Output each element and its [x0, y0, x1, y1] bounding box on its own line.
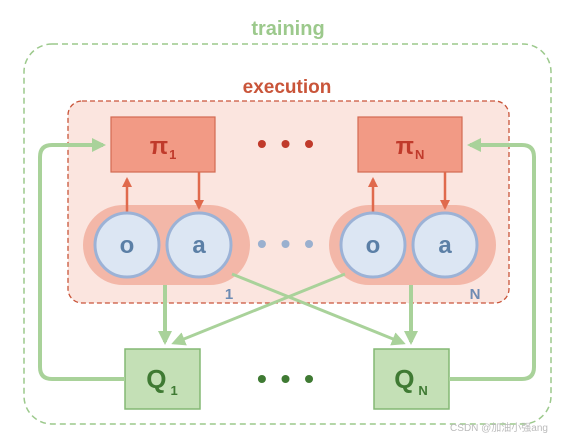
policy-n-box — [357, 116, 463, 173]
policy-n-label: πN — [396, 133, 425, 162]
training-label: training — [251, 18, 324, 40]
watermark: CSDN @加油小强ang — [450, 421, 548, 434]
agent-n-act-label: a — [438, 232, 452, 259]
agent-1-obs-label: o — [120, 232, 135, 259]
critic-n-box — [373, 348, 450, 410]
agent-n-obs-label: o — [366, 232, 381, 259]
critic-ellipsis: • • • — [257, 363, 317, 394]
agent-n-obs-node — [339, 211, 407, 279]
agent-1-index: 1 — [225, 286, 233, 303]
training-frame — [23, 43, 552, 425]
policy-ellipsis: • • • — [257, 128, 317, 159]
agent-1-act-label: a — [192, 232, 206, 259]
policy-1-box — [110, 116, 216, 173]
agent-n-act-node — [411, 211, 479, 279]
critic-1-box — [124, 348, 201, 410]
arrow-agent1-to-qn — [231, 272, 406, 346]
policy-1-label: π1 — [150, 133, 177, 162]
agent-1-act-node — [165, 211, 233, 279]
agent-ellipsis: • • • — [257, 228, 317, 259]
arrow-qn-to-policyn — [449, 138, 536, 381]
arrow-agentn-to-q1 — [171, 272, 346, 346]
execution-label: execution — [243, 77, 332, 98]
agent-n-index: N — [470, 286, 481, 303]
arrow-q1-to-policy1 — [38, 138, 125, 381]
agent-1-obs-node — [93, 211, 161, 279]
